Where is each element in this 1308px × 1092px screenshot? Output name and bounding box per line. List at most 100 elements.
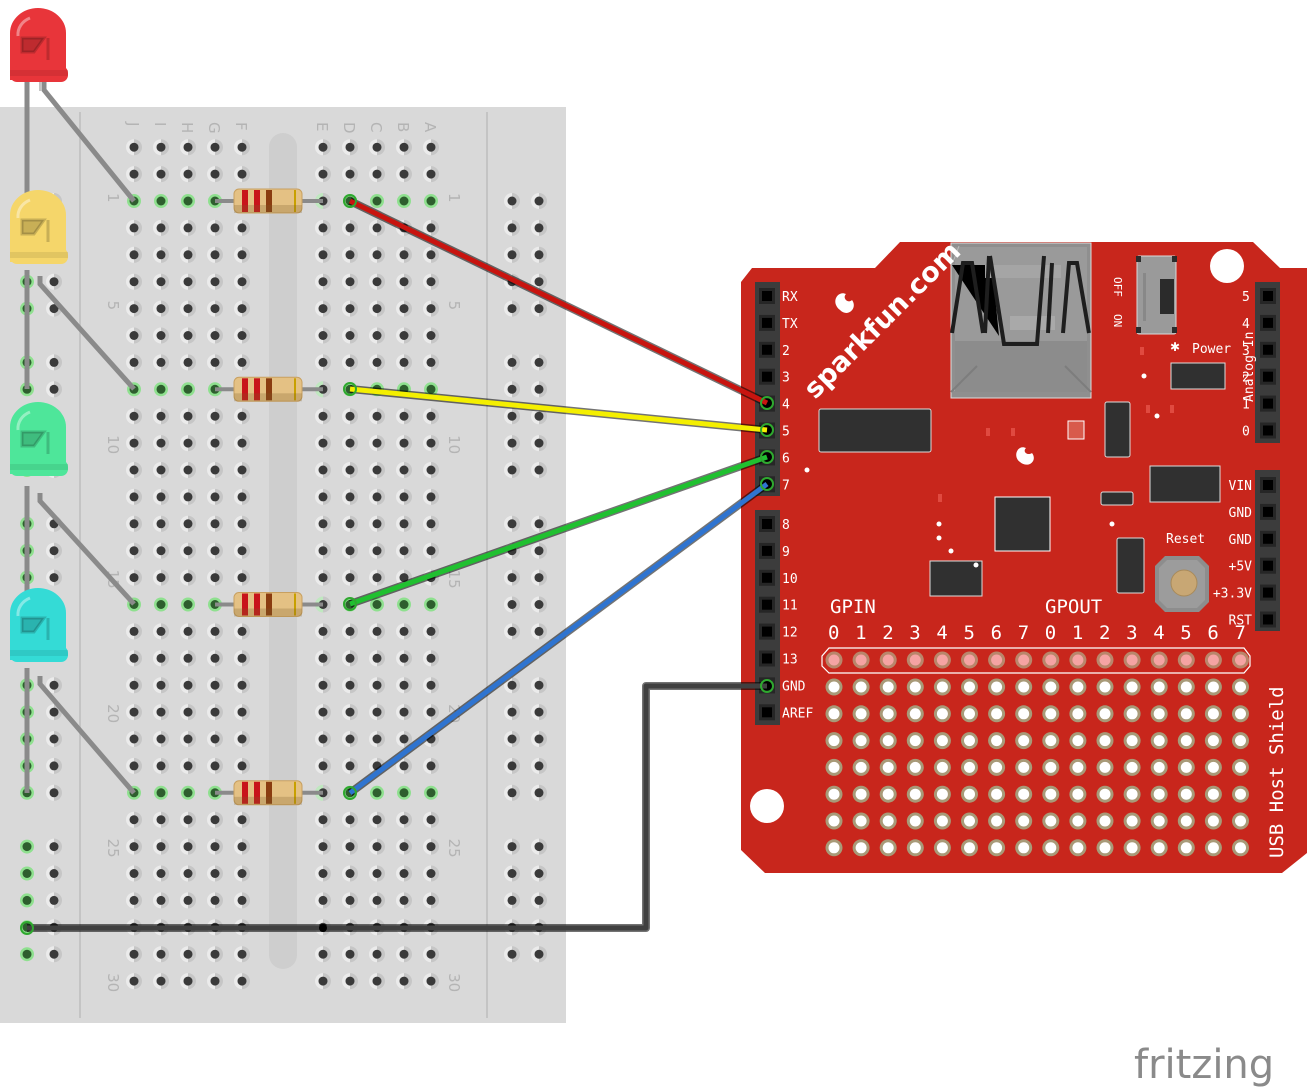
hole <box>129 761 139 771</box>
hole <box>156 304 166 314</box>
chip-large <box>818 408 932 453</box>
breadboard-hole <box>207 462 223 478</box>
resistor-band <box>294 593 296 616</box>
hole <box>426 492 436 502</box>
breadboard-hole <box>342 327 358 344</box>
breadboard-hole <box>153 408 169 425</box>
proto-pad-hole <box>1099 681 1111 693</box>
wire-endpoint <box>760 477 774 491</box>
hole <box>210 842 220 852</box>
rail-hole-right <box>504 381 520 398</box>
hole <box>345 976 355 986</box>
wire-endpoint <box>343 786 357 800</box>
hole <box>534 842 544 852</box>
proto-pad-hole <box>1018 788 1030 800</box>
gp-number: 7 <box>1018 622 1029 644</box>
hole <box>426 519 436 529</box>
breadboard-hole <box>181 194 195 208</box>
proto-pad-hole <box>1235 708 1246 720</box>
resistor <box>215 592 323 617</box>
breadboard-hole <box>180 731 196 747</box>
hole <box>507 788 517 798</box>
rail-hole-right <box>504 408 520 425</box>
hole <box>318 976 328 986</box>
breadboard-hole <box>234 435 250 452</box>
proto-pad-hole <box>964 708 975 720</box>
hole <box>318 626 328 636</box>
hole <box>237 169 247 179</box>
hole <box>372 169 382 179</box>
breadboard-hole <box>234 865 250 882</box>
breadboard-hole <box>423 327 439 344</box>
power-switch[interactable] <box>1136 255 1177 335</box>
digital-pin-label: AREF <box>782 706 813 721</box>
digital-pin-label: 9 <box>782 545 790 560</box>
hole <box>183 277 193 287</box>
hole <box>399 411 409 421</box>
proto-pad-hole <box>909 842 921 854</box>
hole <box>507 895 517 905</box>
breadboard-hole <box>207 300 223 317</box>
hole <box>183 384 193 394</box>
rail-hole-left <box>46 273 62 290</box>
breadboard-hole <box>180 946 196 963</box>
hole <box>534 411 544 421</box>
hole <box>183 788 193 798</box>
breadboard-hole <box>396 515 412 532</box>
breadboard-hole <box>423 811 439 828</box>
hole <box>507 680 517 690</box>
proto-pad-hole <box>1072 815 1084 827</box>
breadboard-hole <box>315 892 331 909</box>
breadboard-hole <box>369 973 385 990</box>
hole <box>372 626 382 636</box>
gp-number: 2 <box>882 622 893 644</box>
chip-small-vertical <box>1104 401 1131 458</box>
proto-pad-hole <box>1126 788 1138 800</box>
hole <box>318 519 328 529</box>
hole <box>183 438 193 448</box>
hole <box>237 277 247 287</box>
hole <box>156 465 166 475</box>
breadboard-hole <box>153 946 169 963</box>
hole <box>129 411 139 421</box>
usb-host-shield[interactable]: OFF ON ✱ Power sparkfun.com <box>741 236 1307 873</box>
hole <box>183 223 193 233</box>
header-power <box>1255 470 1280 631</box>
hole <box>183 465 193 475</box>
hole <box>129 142 139 152</box>
breadboard-hole <box>180 219 196 236</box>
gp-number: 0 <box>1045 622 1056 644</box>
hole <box>237 842 247 852</box>
digital-pin-label: 2 <box>782 344 790 359</box>
led-flange-shade <box>10 650 68 656</box>
hole <box>129 169 139 179</box>
gp-pad-hole <box>964 654 975 666</box>
breadboard-hole <box>180 865 196 882</box>
digital-pin-label: 3 <box>782 371 790 386</box>
hole <box>399 626 409 636</box>
hole <box>345 895 355 905</box>
breadboard-hole <box>234 677 250 694</box>
proto-pad-hole <box>1153 735 1165 747</box>
proto-pad-hole <box>855 815 867 827</box>
row-number-label: 25 <box>104 839 122 858</box>
breadboard-hole <box>315 219 331 236</box>
proto-pad-hole <box>828 708 840 720</box>
breadboard-hole <box>207 166 223 183</box>
breadboard-hole <box>180 354 196 371</box>
breadboard-hole <box>154 785 168 800</box>
rail-hole-left <box>20 893 34 908</box>
proto-pad-hole <box>828 735 840 747</box>
reset-button[interactable] <box>1155 556 1209 612</box>
hole <box>22 895 32 905</box>
breadboard-hole <box>234 973 250 990</box>
breadboard-hole <box>207 569 223 586</box>
led-die <box>20 430 50 454</box>
hole <box>318 357 328 367</box>
breadboard-hole <box>180 650 196 667</box>
hole <box>318 653 328 663</box>
breadboard-hole <box>369 273 385 290</box>
